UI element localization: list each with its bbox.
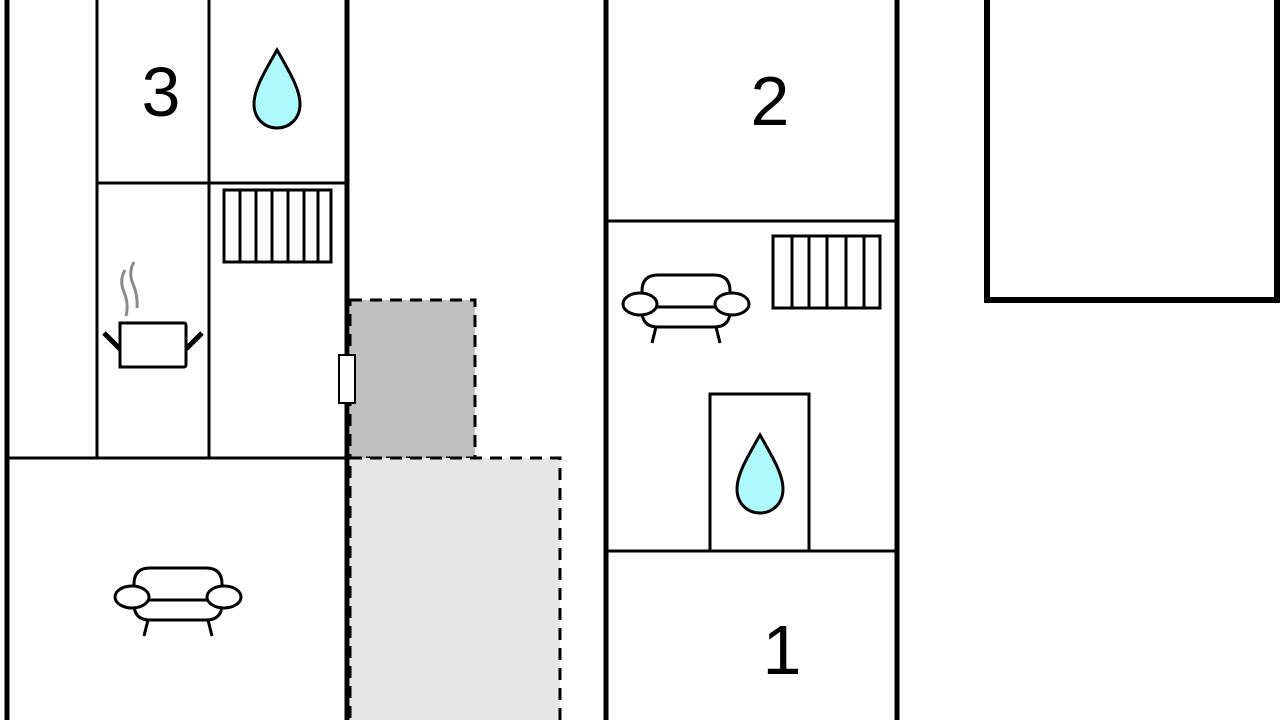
terrace-covered	[348, 298, 477, 460]
room-label-1: 1	[762, 611, 802, 689]
room-label-3: 3	[141, 53, 181, 131]
radiator-icon	[222, 188, 333, 264]
water-drop-icon	[252, 48, 302, 130]
cooking-pot-icon	[102, 261, 204, 369]
sofa-icon	[113, 566, 243, 638]
room-label-2: 2	[750, 62, 790, 140]
walls-right	[603, 0, 900, 720]
terrace-open	[348, 456, 562, 720]
outbuilding	[984, 0, 1280, 303]
sofa-icon	[621, 273, 751, 345]
radiator-icon	[771, 234, 882, 310]
door-icon	[338, 354, 356, 404]
